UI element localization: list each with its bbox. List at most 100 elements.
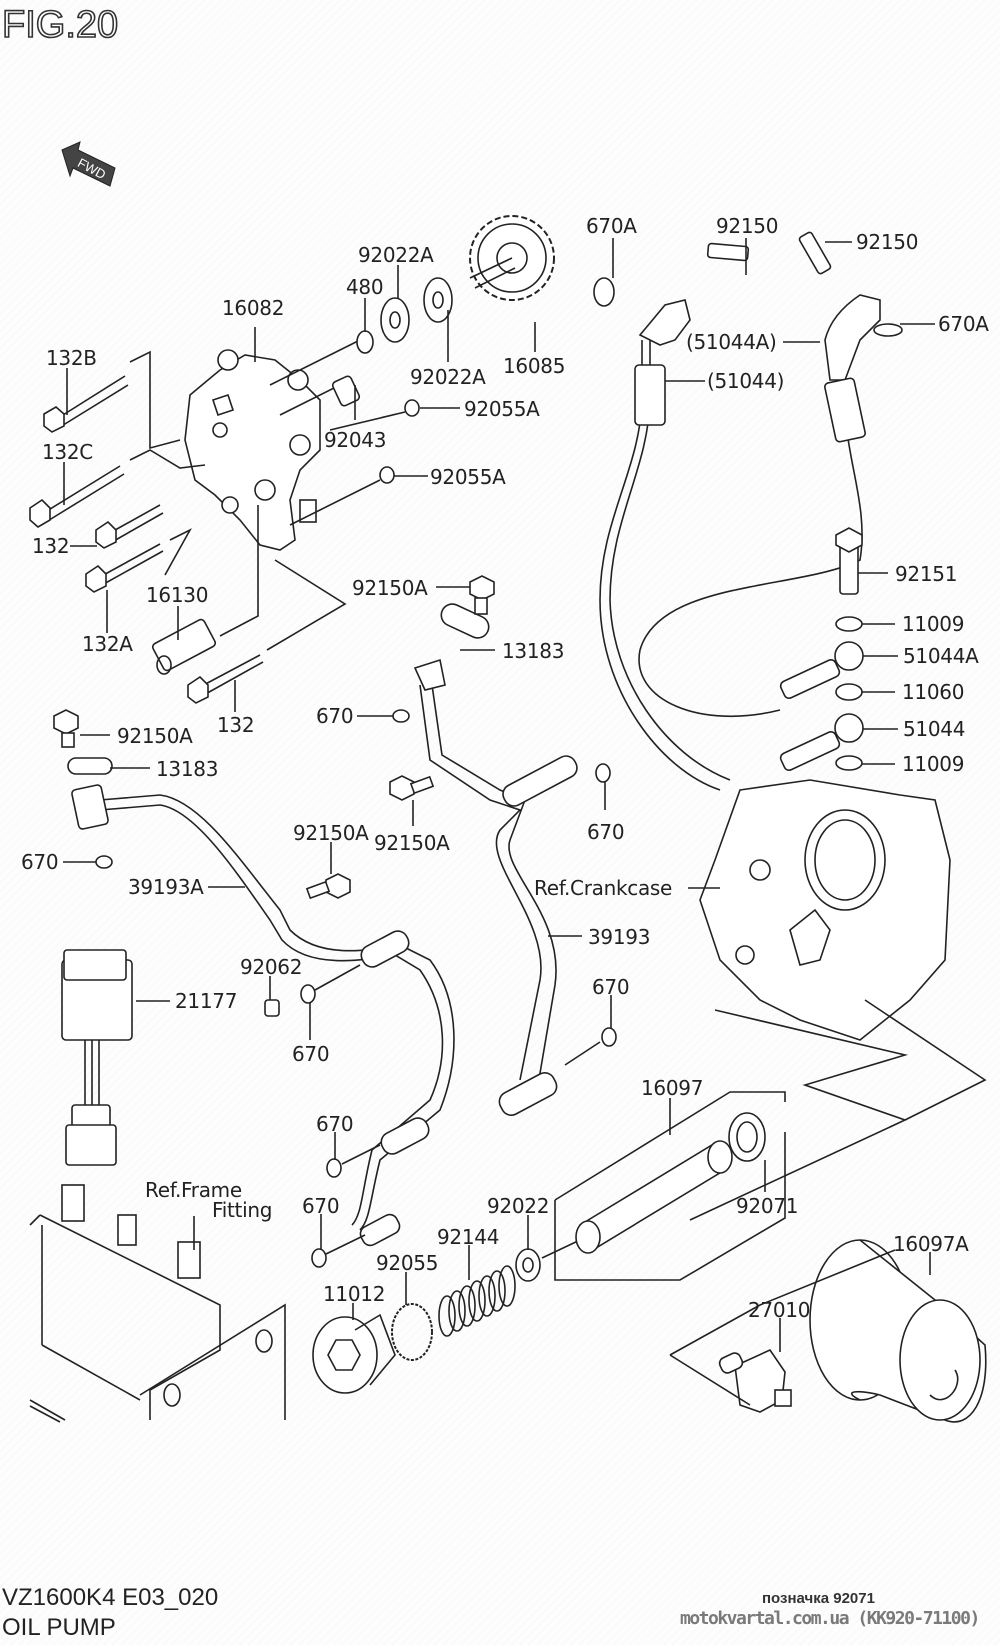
part-label[interactable]: 27010 xyxy=(748,1298,811,1322)
oil-pipe-39193A xyxy=(71,784,455,1247)
oil-filter-16097A xyxy=(809,1239,987,1423)
part-label[interactable]: 670 xyxy=(316,704,354,728)
part-label[interactable]: 11012 xyxy=(323,1282,386,1306)
plug-11012 xyxy=(312,1313,396,1394)
part-label[interactable]: 670A xyxy=(938,312,989,336)
part-label[interactable]: 670 xyxy=(587,820,625,844)
part-label[interactable]: 16085 xyxy=(503,354,566,378)
model-code: VZ1600K4 E03_020 xyxy=(2,1584,219,1611)
banjo-bolt-92151 xyxy=(835,527,863,595)
part-label[interactable]: 92150A xyxy=(374,831,450,855)
oring-670-lower1 xyxy=(326,1158,342,1178)
part-label[interactable]: 132 xyxy=(217,713,255,737)
part-label[interactable]: (51044) xyxy=(707,369,785,393)
part-label[interactable]: 92055 xyxy=(376,1251,439,1275)
part-label[interactable]: 16082 xyxy=(222,296,285,320)
plate-13183-center xyxy=(440,603,490,639)
part-label[interactable]: Fitting xyxy=(212,1198,273,1222)
part-label[interactable]: 132C xyxy=(42,440,93,464)
oil-pipe-39193 xyxy=(413,658,578,1116)
banjo-51044A xyxy=(834,641,864,671)
washer-11009-upper xyxy=(835,616,863,632)
oil-pump-body xyxy=(184,349,321,551)
part-label[interactable]: 92022A xyxy=(358,243,434,267)
part-label[interactable]: 670A xyxy=(586,214,637,238)
gear-16085 xyxy=(469,215,555,301)
spring-92144 xyxy=(438,1265,516,1337)
part-label[interactable]: 11009 xyxy=(902,612,965,636)
part-label[interactable]: Ref.Crankcase xyxy=(534,876,673,900)
bolt-92150A-mid2 xyxy=(389,775,435,801)
part-label[interactable]: 11009 xyxy=(902,752,965,776)
part-label[interactable]: 670 xyxy=(302,1194,340,1218)
part-label[interactable]: 92150 xyxy=(856,230,919,254)
part-label[interactable]: 92022A xyxy=(410,365,486,389)
leader-lines xyxy=(63,238,935,1352)
fwd-label: FWD xyxy=(75,155,108,182)
part-label[interactable]: 13183 xyxy=(502,639,565,663)
part-label[interactable]: 132 xyxy=(32,534,70,558)
part-16130 xyxy=(151,618,217,675)
oring-670A-right xyxy=(873,323,903,337)
part-label[interactable]: 670 xyxy=(316,1112,354,1136)
oil-pressure-switch-27010 xyxy=(718,1348,792,1413)
part-label[interactable]: 92071 xyxy=(736,1194,799,1218)
bolt-92150A-center xyxy=(469,575,495,615)
connector-21177 xyxy=(61,949,133,1166)
figure-title: FIG.20 xyxy=(1,4,119,46)
part-label[interactable]: 39193 xyxy=(588,925,651,949)
part-label[interactable]: 670 xyxy=(592,975,630,999)
fwd-arrow-icon: FWD xyxy=(61,141,116,187)
part-label[interactable]: 39193A xyxy=(128,875,204,899)
oring-92055A-2 xyxy=(379,466,395,484)
part-label[interactable]: 132B xyxy=(46,346,97,370)
part-label[interactable]: 92150A xyxy=(117,724,193,748)
part-label[interactable]: 16130 xyxy=(146,583,209,607)
bolt-132B xyxy=(43,375,129,433)
washer-11009-lower xyxy=(835,755,863,771)
part-label[interactable]: (51044A) xyxy=(686,330,777,354)
part-label[interactable]: 92055A xyxy=(430,465,506,489)
part-label[interactable]: 92055A xyxy=(464,397,540,421)
oring-670-center xyxy=(392,709,410,723)
oring-670-pipe-bottom xyxy=(601,1027,617,1047)
bolt-132-lower xyxy=(187,654,264,704)
part-label[interactable]: 92150A xyxy=(293,821,369,845)
part-label[interactable]: Ref.Frame xyxy=(145,1178,242,1202)
hose-fitting-left xyxy=(593,277,691,426)
part-label[interactable]: 92144 xyxy=(437,1225,500,1249)
part-label[interactable]: 51044A xyxy=(903,644,979,668)
hose-fitting-right xyxy=(824,294,903,443)
watermark-site[interactable]: motokvartal.com.ua (KK920-71100) xyxy=(680,1608,980,1629)
part-label[interactable]: 13183 xyxy=(156,757,219,781)
washer-92022 xyxy=(515,1248,541,1282)
part-label[interactable]: 11060 xyxy=(902,680,965,704)
oring-670-lower2 xyxy=(311,1248,327,1268)
bolt-92150A-left xyxy=(53,709,79,748)
part-label[interactable]: 51044 xyxy=(903,717,966,741)
part-label[interactable]: 16097A xyxy=(893,1232,969,1256)
part-label[interactable]: 670 xyxy=(21,850,59,874)
part-label[interactable]: 92043 xyxy=(324,428,387,452)
part-label[interactable]: 92150A xyxy=(352,576,428,600)
strainer-16097 xyxy=(575,1140,733,1254)
part-label[interactable]: 132A xyxy=(82,632,133,656)
part-label[interactable]: 92022 xyxy=(487,1194,550,1218)
oring-670-mid xyxy=(300,984,316,1004)
oring-670-left xyxy=(95,855,113,869)
part-label[interactable]: 92062 xyxy=(240,955,303,979)
part-label[interactable]: 92150 xyxy=(716,214,779,238)
part-label[interactable]: 21177 xyxy=(175,989,238,1013)
bolt-92150-right xyxy=(798,231,832,275)
crankcase-reference xyxy=(699,779,951,1041)
part-label[interactable]: 480 xyxy=(346,275,384,299)
plate-13183-left xyxy=(67,757,113,775)
bolt-92150A-mid xyxy=(305,873,351,900)
section-name: OIL PUMP xyxy=(2,1614,116,1641)
bolt-92150-left xyxy=(706,242,750,262)
part-label[interactable]: 92151 xyxy=(895,562,958,586)
part-label[interactable]: 16097 xyxy=(641,1076,704,1100)
part-label[interactable]: 670 xyxy=(292,1042,330,1066)
oring-670A-left xyxy=(593,277,615,307)
